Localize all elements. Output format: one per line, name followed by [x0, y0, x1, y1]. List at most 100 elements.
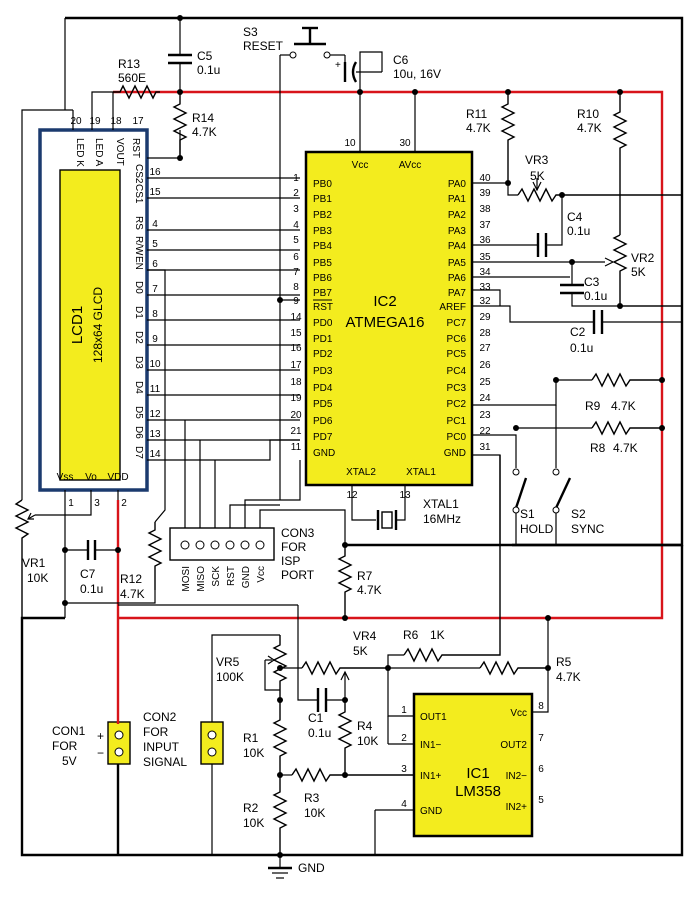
ic1-name: IC1: [466, 765, 489, 782]
ic2-avcc-pin: 30: [399, 138, 411, 149]
lcd-name: LCD1: [69, 306, 86, 344]
con3-pin-label: MISO: [196, 566, 207, 592]
ic2-pin-num: 15: [290, 328, 302, 339]
s2-name: S2: [571, 507, 586, 521]
lcd-pin-num: 5: [152, 239, 158, 250]
lcd-wires: [21, 91, 300, 516]
lcd-pin-name: D7: [133, 446, 144, 459]
ic1-pin-name: IN2+: [506, 802, 528, 813]
s3-label: RESET: [243, 39, 284, 53]
lcd-pin-name: RS: [133, 216, 144, 230]
con1-plus: +: [97, 729, 104, 743]
ic2-vcc-pin: 10: [344, 138, 356, 149]
capacitor-c5: C5 0.1u: [168, 18, 220, 92]
ic2-pin-num: 23: [479, 410, 491, 421]
r13-value: 560E: [118, 71, 146, 85]
r10-value: 4.7K: [577, 121, 602, 135]
vr4-value: 5K: [353, 644, 368, 658]
lcd-pin-num: 9: [152, 334, 158, 345]
ic2-pin-name: AREF: [439, 302, 466, 313]
ic2-pin-name: PB6: [313, 273, 332, 284]
ic2-pin-num: 28: [479, 328, 491, 339]
vr2-name: VR2: [631, 251, 655, 265]
lcd-pin-num: 16: [149, 167, 161, 178]
ic2-pin-name: PB3: [313, 226, 332, 237]
c7-value: 0.1u: [80, 582, 103, 596]
resistor-r11: R11 4.7K: [466, 92, 516, 180]
ic2-pin-name: PB4: [313, 241, 332, 252]
c1-name: C1: [308, 711, 324, 725]
ic2-vcc-label: Vcc: [352, 160, 369, 171]
ic2-pin-num: 29: [479, 312, 491, 323]
lcd-pin-num: 12: [149, 409, 161, 420]
con3-pin: [240, 540, 250, 550]
con2-input: CON2 FOR INPUT SIGNAL: [143, 710, 224, 769]
vr1-name: VR1: [22, 556, 46, 570]
crystal-xtal1: XTAL1 16MHz: [351, 485, 461, 530]
con2-desc1: FOR: [143, 725, 169, 739]
ic2-pin-num: 11: [291, 442, 302, 453]
lcd-pin-num: 8: [152, 309, 158, 320]
con3-desc1: FOR: [281, 540, 307, 554]
ic2-avcc-label: AVcc: [399, 160, 422, 171]
ic2-pin-name: PA6: [448, 273, 467, 284]
lcd-pin-name: CS2: [133, 164, 144, 184]
s1-name: S1: [520, 507, 535, 521]
con1-desc2: 5V: [62, 754, 77, 768]
lcd-pin-name: VDD: [107, 472, 128, 483]
c6-plus: +: [335, 60, 341, 71]
r9-name: R9: [585, 399, 601, 413]
resistor-r8: R8 4.7K: [516, 420, 662, 455]
ic2-pin-num: 9: [293, 296, 299, 307]
lcd-pin-name: Vss: [57, 472, 74, 483]
c4-name: C4: [567, 210, 583, 224]
r6-value: 1K: [430, 628, 445, 642]
ic2-pin-num: 26: [479, 360, 491, 371]
lcd-pin-num: 10: [149, 359, 161, 370]
ic2-pin-name: GND: [444, 448, 466, 459]
ic2-pin-num: 6: [293, 252, 299, 263]
r2-name: R2: [243, 801, 259, 815]
vr5-name: VR5: [216, 655, 240, 669]
s1-label: HOLD: [520, 522, 554, 536]
c4-value: 0.1u: [567, 224, 590, 238]
con2-desc3: SIGNAL: [143, 755, 187, 769]
r5-value: 4.7K: [556, 670, 581, 684]
r5-name: R5: [556, 655, 572, 669]
ic2-pin-name: PB2: [313, 210, 332, 221]
lcd-type: 128x64 GLCD: [91, 287, 105, 363]
ic2-pin-num: 39: [479, 188, 491, 199]
con3-pin-label: RST: [226, 566, 237, 586]
r6-name: R6: [403, 628, 419, 642]
con2-desc2: INPUT: [143, 740, 180, 754]
ic2-pin-name: PB0: [313, 179, 332, 190]
resistor-r9: R9 4.7K: [556, 372, 662, 413]
ic2-pin-num: 8: [293, 282, 299, 293]
ic1-pin-num: 3: [401, 764, 407, 775]
con3-pin: [180, 540, 190, 550]
con1-minus: −: [97, 746, 104, 760]
ic2-pin-num: 22: [479, 426, 491, 437]
con3-pin: [255, 540, 265, 550]
resistor-r6: R6 1K: [387, 455, 501, 668]
r11-value: 4.7K: [466, 121, 491, 135]
ic2-pin-name: PD2: [313, 349, 333, 360]
r14-name: R14: [192, 111, 214, 125]
lcd-pin-num: 18: [110, 116, 122, 127]
c3-name: C3: [584, 275, 600, 289]
vr3-value: 5K: [530, 169, 545, 183]
r12-value: 4.7K: [120, 587, 145, 601]
lcd-pin-name: EN: [133, 256, 144, 270]
ic2-left-pins: 1PB02PB13PB24PB35PB46PB57PB68PB79RST14PD…: [290, 173, 335, 459]
ic2-pin-name: PD1: [313, 334, 333, 345]
ic2-pin-name: PA4: [448, 241, 467, 252]
ic2-part: ATMEGA16: [346, 314, 425, 331]
ic2-pin-num: 21: [290, 426, 302, 437]
ic2-pin-num: 18: [290, 377, 302, 388]
lcd-pin-name: D4: [133, 381, 144, 394]
ic2-pin-num: 35: [479, 252, 491, 263]
ic2-pin-name: PA0: [448, 179, 467, 190]
r7-name: R7: [357, 569, 373, 583]
